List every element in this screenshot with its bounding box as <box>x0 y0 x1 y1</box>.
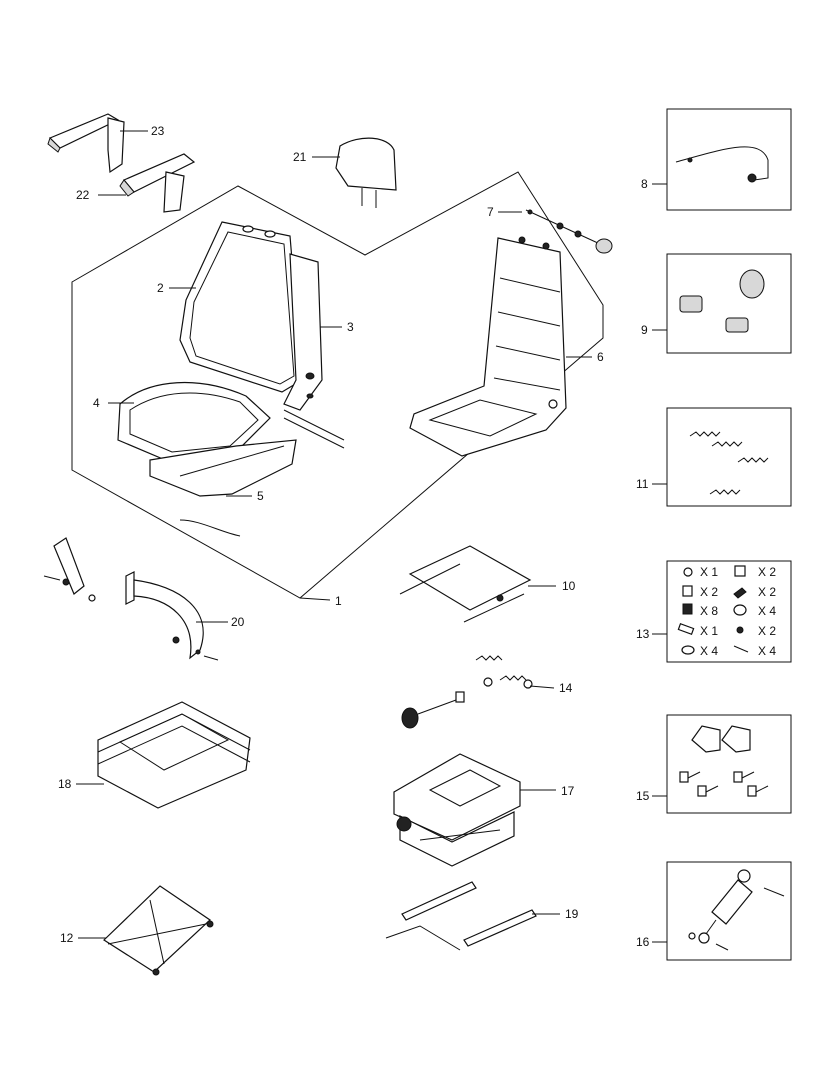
seat-pan <box>149 439 297 537</box>
callout-18: 18 <box>58 777 72 791</box>
callout-17: 17 <box>561 784 575 798</box>
seat-frame <box>409 236 567 457</box>
callout-labels: 23 22 21 2 3 4 5 7 6 1 8 9 11 13 15 16 1… <box>58 124 650 949</box>
detail-box-15 <box>666 714 792 814</box>
detail-box-9 <box>666 253 792 354</box>
main-assembly-outline <box>71 171 604 599</box>
callout-22: 22 <box>76 188 90 202</box>
callout-16: 16 <box>636 935 650 949</box>
callout-23: 23 <box>151 124 165 138</box>
kit-qty-left-3: X 8 <box>700 604 718 618</box>
kit-qty-left-1: X 1 <box>700 565 718 579</box>
detail-box-11 <box>666 407 792 507</box>
callout-10: 10 <box>562 579 576 593</box>
detail-box-8 <box>666 108 792 211</box>
adjustment-rod <box>525 209 613 254</box>
leader-lines <box>76 130 667 943</box>
seat-belt-buckle <box>43 537 96 602</box>
callout-12: 12 <box>60 931 74 945</box>
kit-qty-right-5: X 4 <box>758 644 776 658</box>
kit-qty-right-4: X 2 <box>758 624 776 638</box>
backrest-cushion <box>179 221 303 393</box>
callout-8: 8 <box>641 177 648 191</box>
bracket <box>125 571 219 661</box>
backrest-shell <box>283 253 345 449</box>
callout-6: 6 <box>597 350 604 364</box>
rails <box>385 881 537 951</box>
scissor-mechanism <box>103 885 214 976</box>
callout-5: 5 <box>257 489 264 503</box>
hardware-kit-quantities: X 1 X 2 X 8 X 1 X 4 X 2 X 2 X 4 X 2 X 4 <box>700 565 776 658</box>
slide-assembly <box>399 545 532 623</box>
callout-13: 13 <box>636 627 650 641</box>
callout-9: 9 <box>641 323 648 337</box>
suspension-base <box>393 753 521 867</box>
callout-21: 21 <box>293 150 307 164</box>
kit-qty-right-3: X 4 <box>758 604 776 618</box>
callout-11: 11 <box>636 477 649 491</box>
callout-2: 2 <box>157 281 164 295</box>
callout-15: 15 <box>636 789 650 803</box>
detail-box-16 <box>666 861 792 961</box>
kit-qty-left-2: X 2 <box>700 585 718 599</box>
callout-20: 20 <box>231 615 245 629</box>
armrest-lower <box>119 153 196 213</box>
callout-7: 7 <box>487 205 494 219</box>
armrest-upper <box>47 113 125 174</box>
spring-kit <box>401 655 533 729</box>
kit-qty-left-5: X 4 <box>700 644 718 658</box>
kit-qty-left-4: X 1 <box>700 624 718 638</box>
callout-4: 4 <box>93 396 100 410</box>
callout-1: 1 <box>335 594 342 608</box>
kit-qty-right-2: X 2 <box>758 585 776 599</box>
detail-box-13 <box>666 560 792 663</box>
bellows <box>97 701 251 809</box>
callout-3: 3 <box>347 320 354 334</box>
callout-19: 19 <box>565 907 579 921</box>
kit-qty-right-1: X 2 <box>758 565 776 579</box>
headrest <box>335 137 397 208</box>
callout-14: 14 <box>559 681 573 695</box>
